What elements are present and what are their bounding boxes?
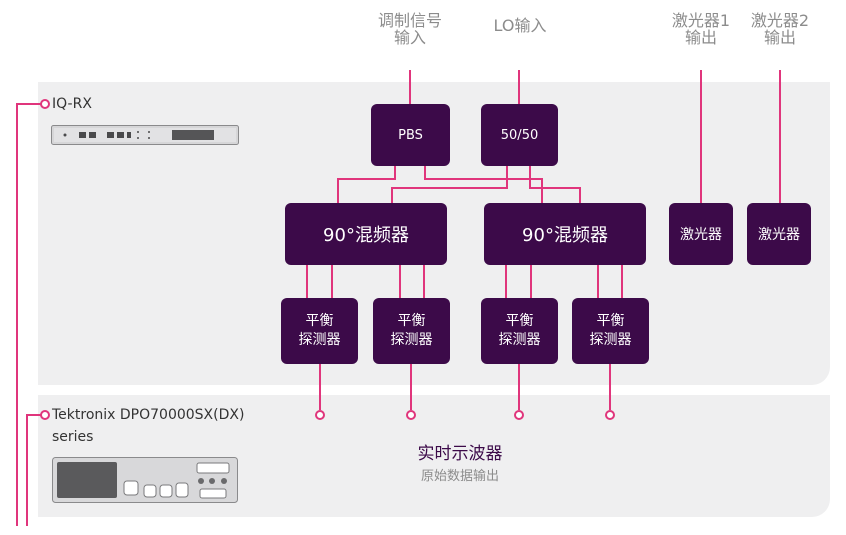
splitter-block: 50/50 (481, 104, 558, 166)
iq-rx-label: IQ-RX (52, 96, 92, 112)
detector-1-block: 平衡 探测器 (281, 298, 358, 364)
scope-bus (26, 414, 41, 526)
laser2-output-label: 激光器2 输出 (750, 11, 810, 47)
scope-model-label: Tektronix DPO70000SX(DX) series (52, 407, 245, 445)
scope-title: 实时示波器 (417, 444, 503, 464)
laser-a-block: 激光器 (669, 203, 733, 265)
scope-device-image (52, 457, 238, 503)
scope-subtitle: 原始数据输出 (420, 469, 499, 484)
detector-4-block: 平衡 探测器 (572, 298, 649, 364)
mixer-right-block: 90°混频器 (484, 203, 646, 265)
iq-rx-device-image (51, 125, 239, 145)
detector-3-block: 平衡 探测器 (481, 298, 558, 364)
signal-input-label: 调制信号 输入 (377, 11, 442, 47)
pbs-to-left-mixer (337, 166, 396, 203)
splitter-to-right-mixer (529, 166, 581, 203)
pbs-to-right-mixer (424, 166, 543, 203)
mixer-left-block: 90°混频器 (285, 203, 447, 265)
laser1-output-label: 激光器1 输出 (671, 11, 731, 47)
lo-input-label: LO输入 (493, 16, 547, 35)
laser-b-block: 激光器 (747, 203, 811, 265)
splitter-to-left-mixer (391, 166, 508, 203)
pbs-block: PBS (371, 104, 450, 166)
iq-rx-bus (16, 103, 41, 526)
detector-2-block: 平衡 探测器 (373, 298, 450, 364)
